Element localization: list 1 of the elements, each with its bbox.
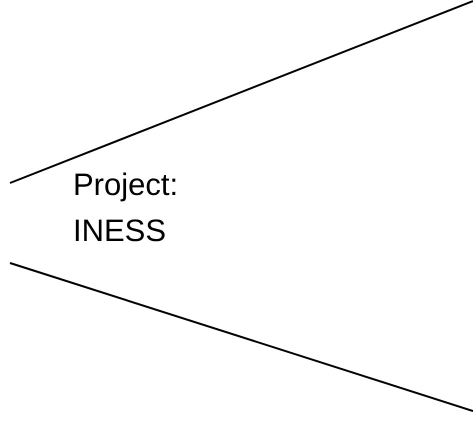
project-label: Project: INESS [73,166,180,250]
